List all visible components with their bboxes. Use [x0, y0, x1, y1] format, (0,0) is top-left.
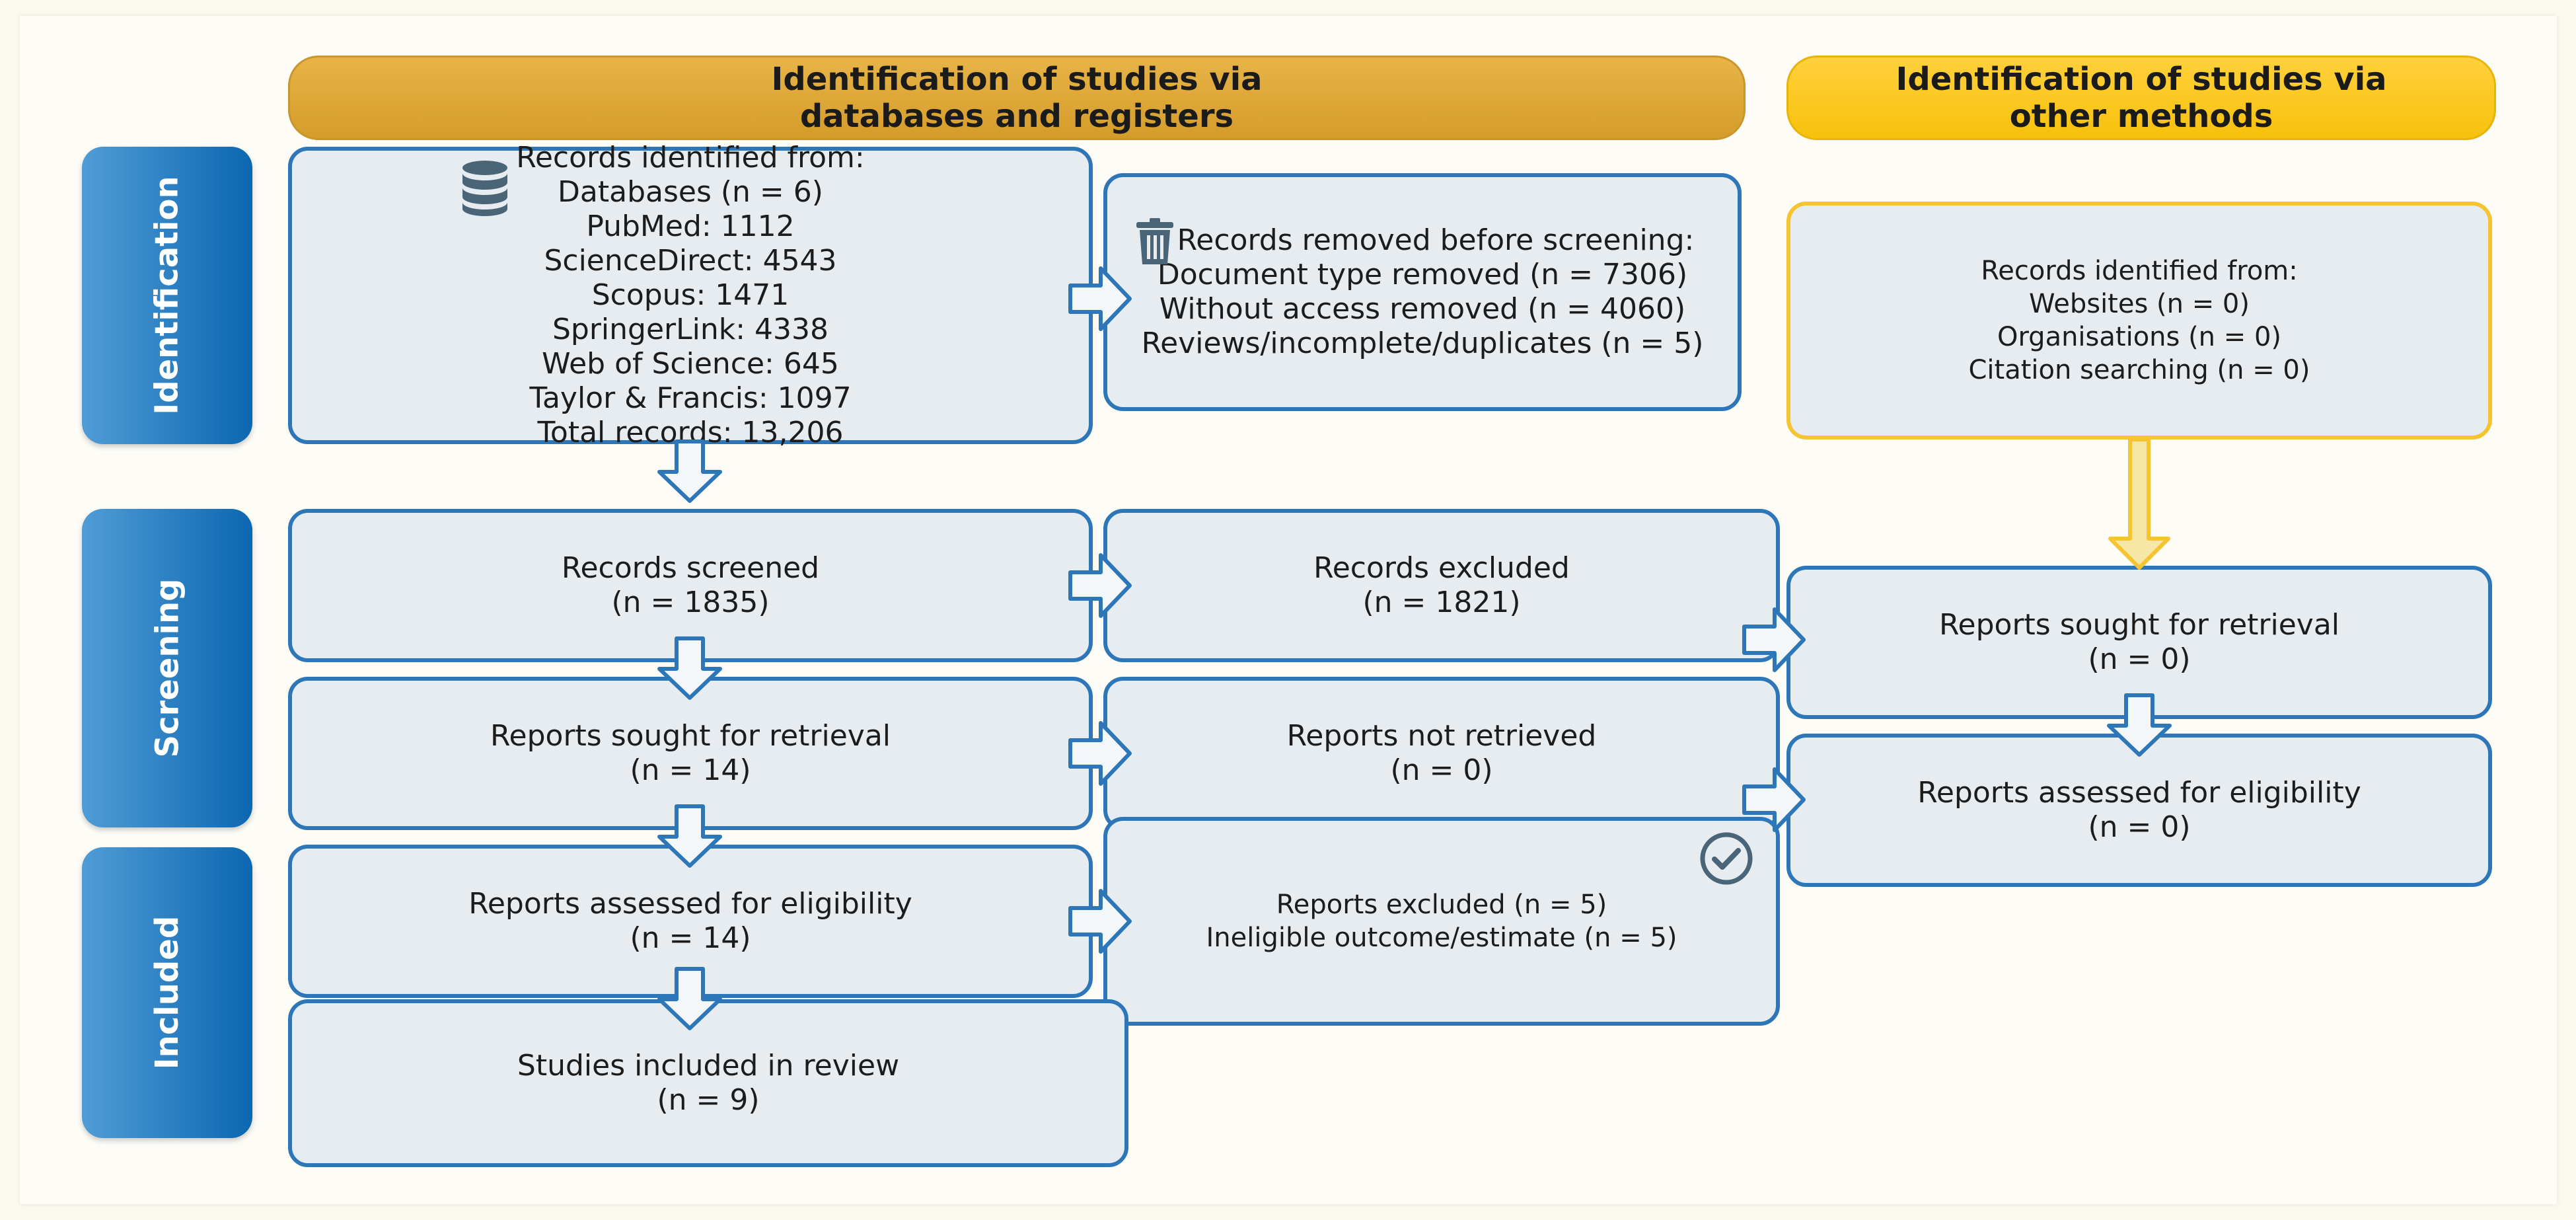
- studies-included-title: Studies included in review: [517, 1049, 900, 1083]
- arrow-right-icon: [1070, 555, 1130, 616]
- other-identified-line: Websites (n = 0): [2029, 289, 2250, 319]
- studies-included-count: (n = 9): [657, 1083, 760, 1117]
- identified-line: Web of Science: 645: [542, 347, 839, 381]
- removed-line: Records removed before screening:: [1177, 223, 1695, 257]
- other-identified-line: Citation searching (n = 0): [1968, 355, 2310, 385]
- arrow-right-icon: [1744, 769, 1804, 830]
- reports-not-retrieved-count: (n = 0): [1390, 753, 1493, 787]
- reports-assessed-title: Reports assessed for eligibility: [468, 887, 912, 921]
- arrow-down-icon: [2109, 695, 2170, 755]
- other-identified-line: Records identified from:: [1981, 256, 2298, 286]
- arrow-down-icon: [659, 806, 720, 866]
- arrow-down-icon: [659, 969, 720, 1028]
- removed-line: Document type removed (n = 7306): [1157, 258, 1688, 291]
- records-screened-title: Records screened: [561, 551, 820, 585]
- header-other-line1: Identification of studies via: [1895, 61, 2387, 98]
- studies-included-box: Studies included in review (n = 9): [288, 999, 1128, 1167]
- records-identified-box: Records identified from: Databases (n = …: [288, 141, 1093, 449]
- reports-assessed-count: (n = 14): [630, 921, 751, 955]
- arrow-right-icon: [1070, 891, 1130, 952]
- reports-excluded-line2: Ineligible outcome/estimate (n = 5): [1206, 923, 1677, 953]
- header-databases-registers: Identification of studies via databases …: [288, 56, 1746, 140]
- records-excluded-box: Records excluded (n = 1821): [1103, 509, 1780, 662]
- header-other-line2: other methods: [2009, 98, 2273, 135]
- other-identified-line: Organisations (n = 0): [1997, 322, 2282, 352]
- stage-identification: Identification: [82, 147, 252, 444]
- arrow-down-yellow-icon: [2108, 438, 2170, 570]
- arrow-right-icon: [1070, 723, 1130, 784]
- stage-screening: Screening: [82, 509, 252, 827]
- arrow-down-icon: [659, 638, 720, 698]
- records-excluded-count: (n = 1821): [1362, 586, 1521, 619]
- records-excluded-title: Records excluded: [1313, 551, 1570, 585]
- identified-line: Scopus: 1471: [591, 278, 790, 312]
- check-circle-icon: [1700, 832, 1753, 885]
- header-other-methods: Identification of studies via other meth…: [1786, 56, 2496, 140]
- records-screened-count: (n = 1835): [611, 586, 770, 619]
- reports-excluded-line1: Reports excluded (n = 5): [1276, 890, 1607, 920]
- stage-included: Included: [82, 847, 252, 1138]
- removed-line: Reviews/incomplete/duplicates (n = 5): [1141, 326, 1704, 360]
- other-reports-sought-title: Reports sought for retrieval: [1938, 608, 2340, 642]
- identified-line: SpringerLink: 4338: [552, 313, 829, 346]
- header-databases-line1: Identification of studies via: [771, 61, 1263, 98]
- identified-line: PubMed: 1112: [586, 210, 795, 243]
- reports-not-retrieved-title: Reports not retrieved: [1286, 719, 1597, 753]
- trash-icon: [1136, 218, 1173, 264]
- arrow-right-icon: [1744, 609, 1804, 670]
- other-records-identified-box: Records identified from: Websites (n = 0…: [1786, 202, 2492, 439]
- other-reports-assessed-title: Reports assessed for eligibility: [1917, 776, 2361, 810]
- identified-line: ScienceDirect: 4543: [544, 244, 837, 278]
- header-databases-line2: databases and registers: [799, 98, 1234, 135]
- reports-excluded-box: Reports excluded (n = 5) Ineligible outc…: [1103, 817, 1780, 1026]
- identified-line: Records identified from:: [516, 141, 865, 174]
- database-icon: [462, 161, 507, 216]
- arrow-right-icon: [1070, 268, 1130, 329]
- arrow-down-icon: [659, 441, 720, 501]
- reports-sought-title: Reports sought for retrieval: [490, 719, 891, 753]
- identified-line: Databases (n = 6): [558, 175, 823, 209]
- reports-sought-count: (n = 14): [630, 753, 751, 787]
- other-reports-sought-count: (n = 0): [2088, 642, 2191, 676]
- removed-line: Without access removed (n = 4060): [1159, 292, 1686, 326]
- other-reports-assessed-count: (n = 0): [2088, 810, 2191, 844]
- identified-line: Taylor & Francis: 1097: [529, 381, 852, 415]
- records-removed-box: Records removed before screening: Docume…: [1103, 173, 1742, 411]
